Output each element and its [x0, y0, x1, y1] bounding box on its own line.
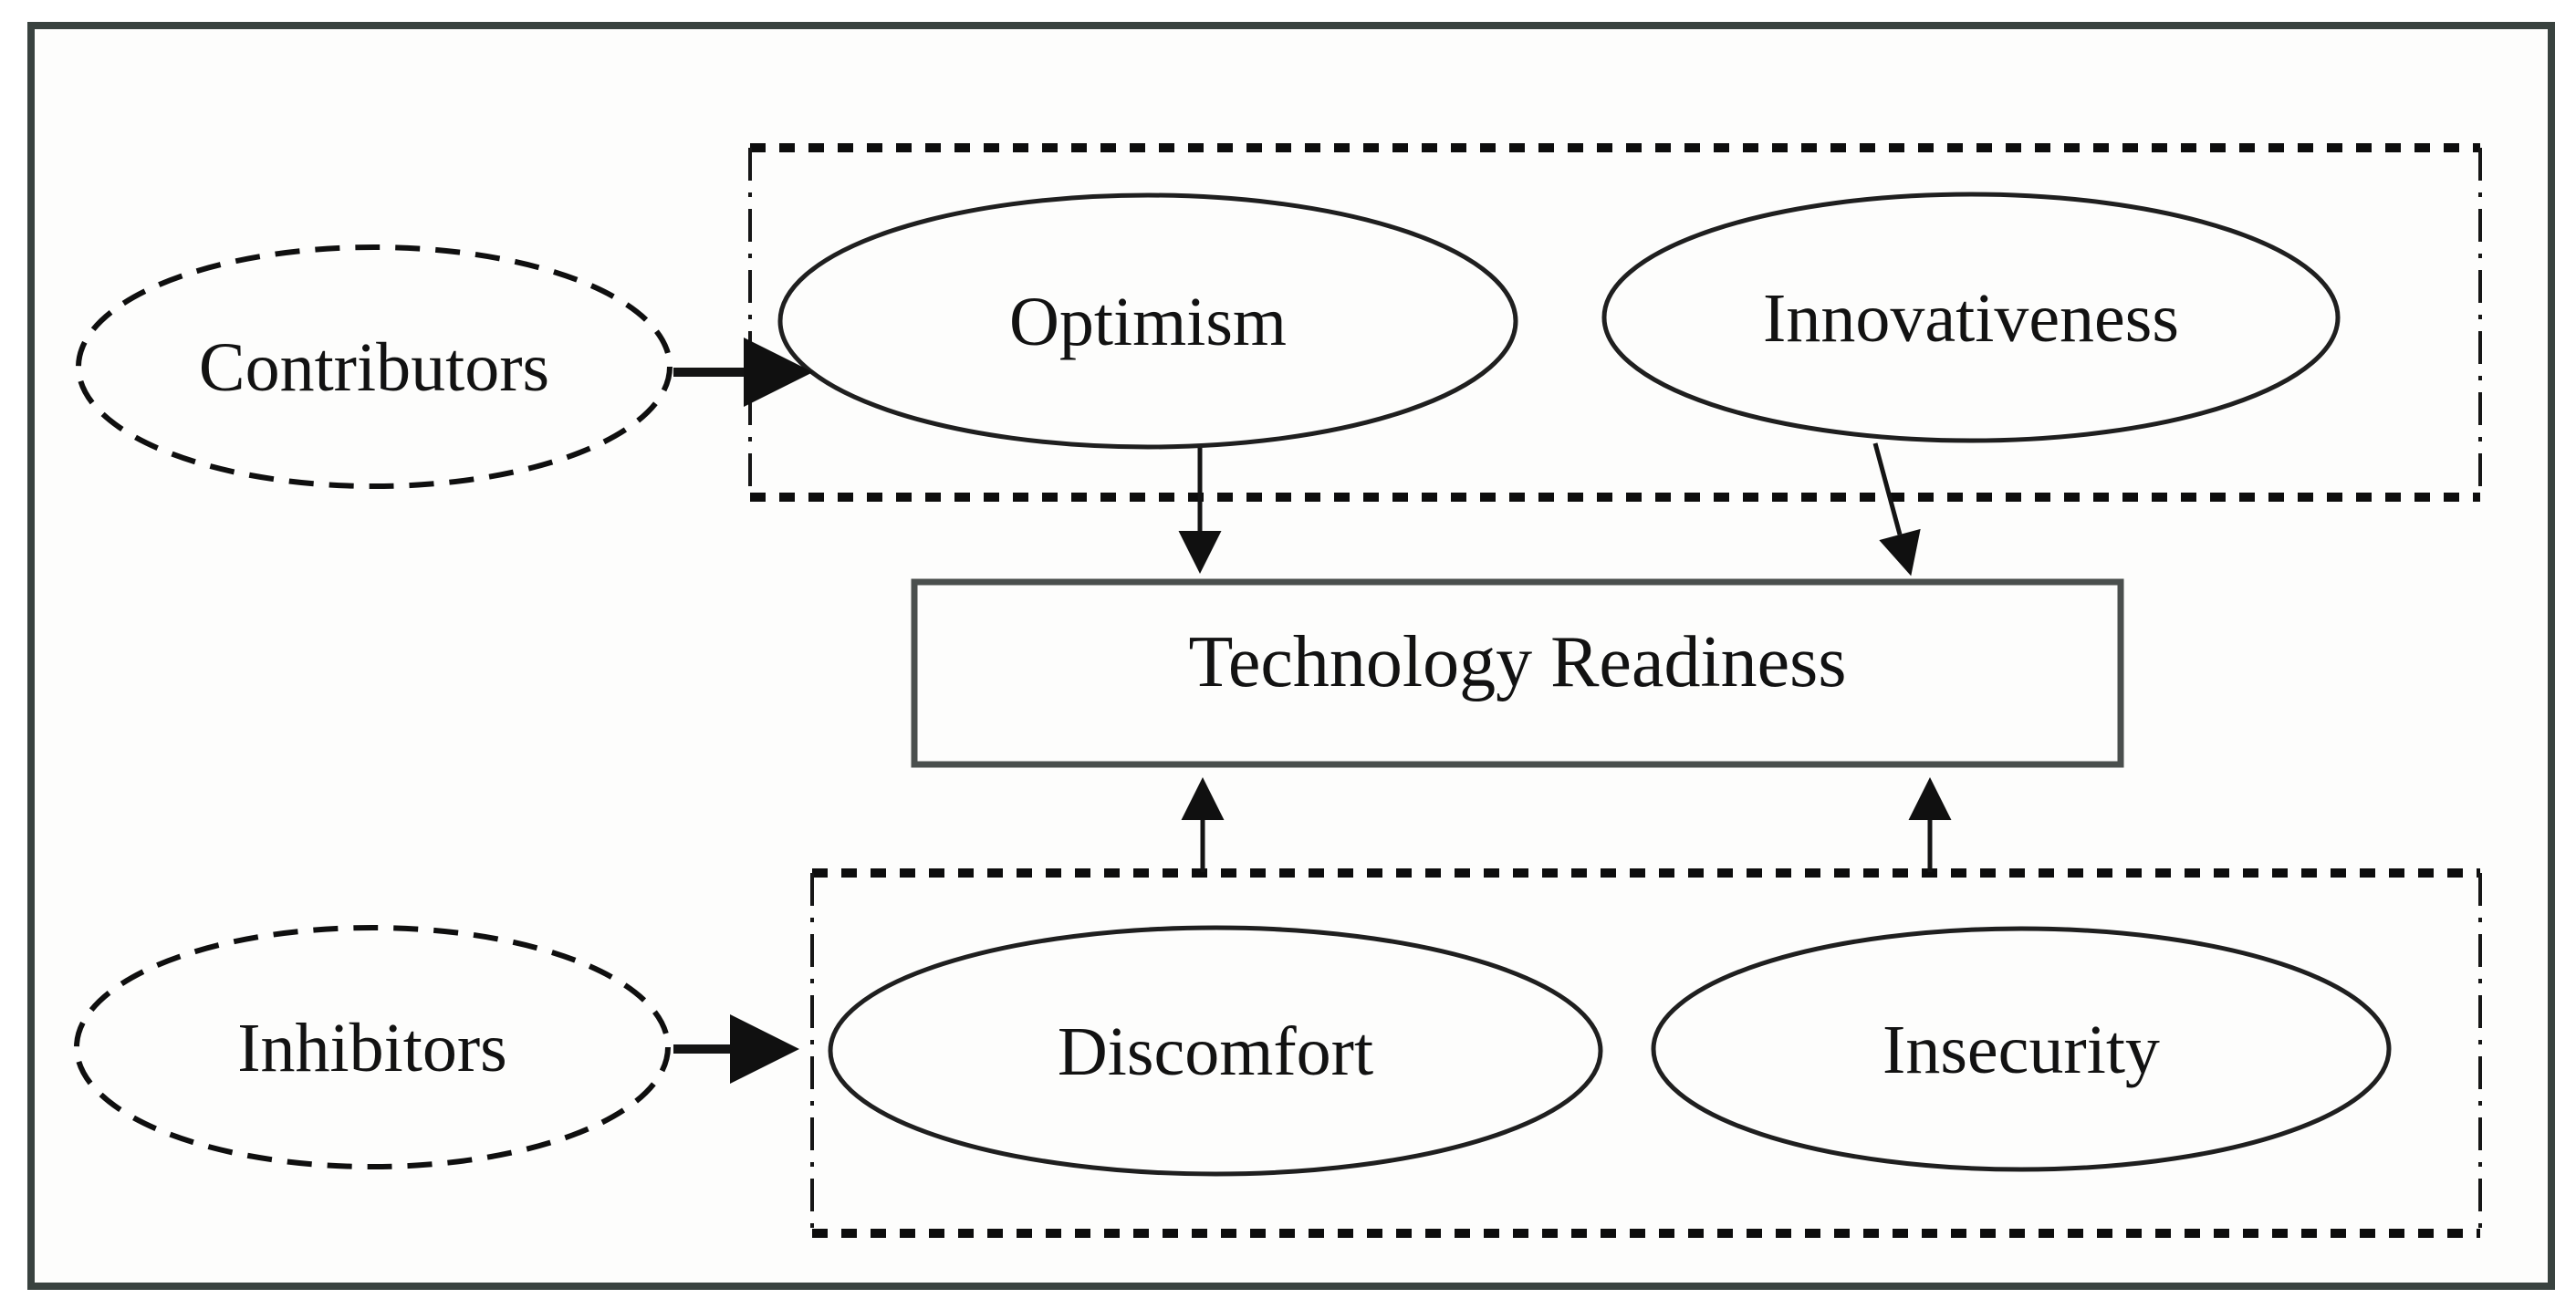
technology-readiness-label: Technology Readiness [1189, 622, 1847, 702]
node-technology-readiness: Technology Readiness [911, 578, 2124, 768]
discomfort-label: Discomfort [1058, 1013, 1373, 1090]
inhibitors-label: Inhibitors [237, 1010, 507, 1086]
contributors-ellipse [76, 244, 673, 489]
insecurity-ellipse [1651, 926, 2392, 1172]
innovativeness-label: Innovativeness [1763, 280, 2179, 357]
contributors-dimensions-box [748, 143, 2482, 502]
innovativeness-ellipse [1601, 192, 2341, 443]
node-optimism: Optimism [777, 192, 1518, 450]
optimism-label: Optimism [1009, 284, 1287, 360]
node-inhibitors: Inhibitors [74, 925, 671, 1169]
arrow-innovativeness-to-technology-readiness [1872, 442, 1921, 577]
node-contributors: Contributors [76, 244, 673, 489]
node-insecurity: Insecurity [1651, 926, 2392, 1172]
node-discomfort: Discomfort [828, 925, 1603, 1177]
optimism-ellipse [777, 192, 1518, 450]
inhibitors-dimensions-box [810, 868, 2482, 1238]
technology-readiness-rect [911, 578, 2124, 768]
insecurity-label: Insecurity [1882, 1012, 2160, 1088]
contributors-label: Contributors [199, 329, 549, 406]
inhibitors-ellipse [74, 925, 671, 1169]
discomfort-ellipse [828, 925, 1603, 1177]
node-innovativeness: Innovativeness [1601, 192, 2341, 443]
